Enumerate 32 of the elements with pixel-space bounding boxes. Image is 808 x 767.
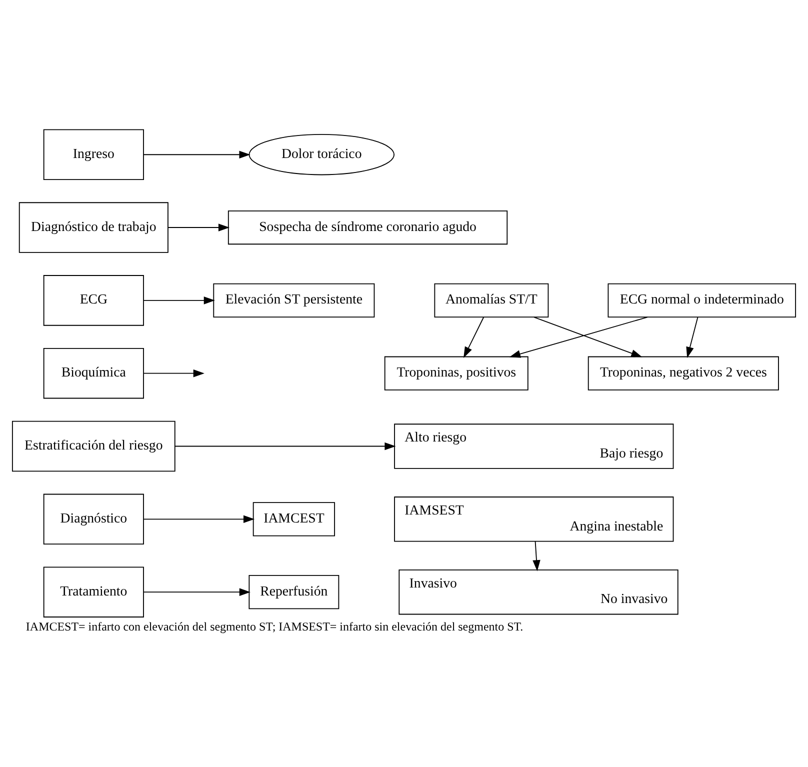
arrow (143, 369, 204, 378)
arrow (532, 540, 540, 572)
node-box: ECG (43, 275, 144, 326)
node-box: Alto riesgo Bajo riesgo (394, 424, 674, 469)
node-box: Elevación ST persistente (213, 283, 375, 318)
node-box: Bioquímica (43, 348, 144, 399)
node-box: Troponinas, positivos (384, 356, 528, 390)
arrow (168, 224, 230, 232)
arrow (143, 296, 215, 304)
node-box: Sospecha de síndrome coronario agudo (228, 210, 508, 245)
arrow (509, 316, 648, 358)
arrow (143, 515, 255, 524)
node-box: ECG normal o indeterminado (608, 283, 796, 318)
arrow (174, 442, 396, 450)
node-box: Anomalías ST/T (434, 283, 549, 318)
arrow (534, 316, 642, 358)
node-box: Estratificación del riesgo (12, 420, 176, 472)
arrow (686, 316, 698, 358)
node-box: Tratamiento (43, 566, 144, 618)
node-box: Diagnóstico de trabajo (18, 202, 168, 253)
node-box: Diagnóstico (43, 494, 144, 545)
node-box: IAMCEST (252, 502, 336, 536)
caption: IAMCEST= infarto con elevación del segmento ST; IAMSEST= infarto sin elevación del segmento ST. (26, 619, 524, 634)
arrow (143, 150, 250, 158)
arrow (143, 588, 250, 596)
node-ellipse: Dolor torácico (248, 134, 395, 176)
node-box: IAMSEST Angina inestable (394, 496, 674, 542)
node-box: Reperfusión (248, 575, 340, 610)
node-box: Invasivo No invasivo (398, 569, 678, 615)
node-box: Ingreso (43, 129, 144, 180)
node-box: Troponinas, negativos 2 veces (588, 356, 779, 390)
arrow (464, 316, 484, 358)
